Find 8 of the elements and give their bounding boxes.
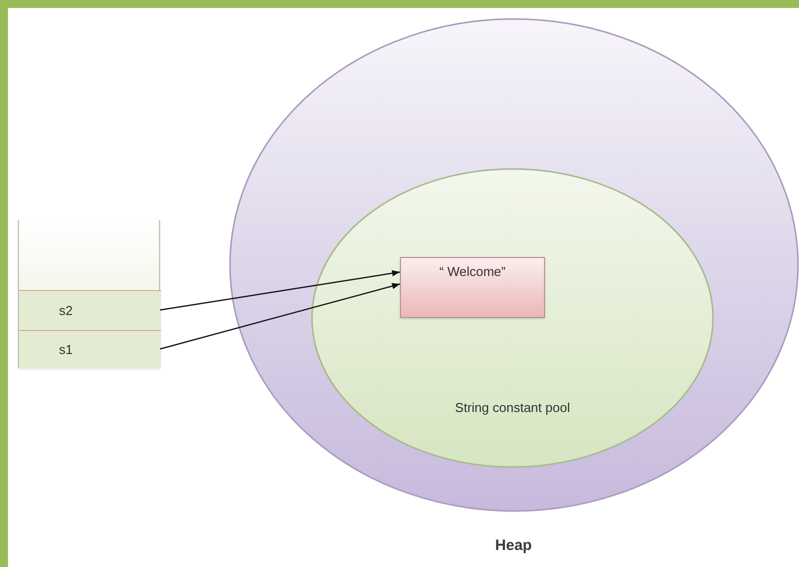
heap-label: Heap bbox=[495, 536, 532, 556]
stack-box bbox=[18, 220, 160, 368]
arrow bbox=[160, 270, 400, 311]
pool-label: String constant pool bbox=[455, 399, 570, 417]
stack-cell: s2 bbox=[19, 290, 161, 330]
arrow bbox=[160, 283, 400, 350]
string-box: “ Welcome” bbox=[400, 257, 545, 318]
stack-cell: s1 bbox=[19, 330, 161, 368]
